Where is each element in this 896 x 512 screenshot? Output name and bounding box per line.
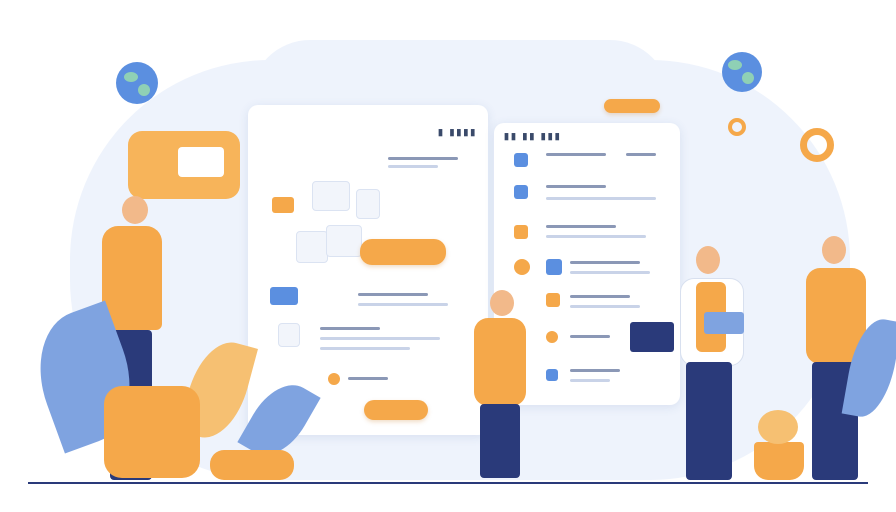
folder-icon: [546, 293, 560, 307]
document-tile: [296, 231, 328, 263]
person-body: [474, 318, 526, 406]
status-dot: [328, 373, 340, 385]
document-tile: [278, 323, 300, 347]
text-line: [546, 185, 606, 188]
text-line: [320, 337, 440, 340]
text-line: [320, 347, 410, 350]
laptop-icon: [630, 322, 674, 352]
text-line: [320, 327, 380, 330]
lock-icon: [546, 369, 558, 381]
text-line: [546, 225, 616, 228]
text-line: [388, 157, 458, 160]
envelope-icon: [270, 287, 298, 305]
plant-icon: [758, 410, 798, 444]
text-line: [570, 335, 610, 338]
person-head: [490, 290, 514, 316]
folder-icon: [272, 197, 294, 213]
top-orange-pill: [604, 99, 660, 113]
document-tile: [326, 225, 362, 257]
text-line: [570, 261, 640, 264]
person-head: [696, 246, 720, 274]
text-line: [546, 235, 646, 238]
text-line: [388, 165, 438, 168]
text-line: [570, 369, 620, 372]
text-line: [626, 153, 656, 156]
chat-bubble-icon: [514, 153, 528, 167]
left-orange-card: [128, 131, 240, 199]
left-content-panel: ▮ ▮▮▮▮: [248, 105, 488, 435]
ring-icon: [728, 118, 746, 136]
text-line: [546, 153, 606, 156]
text-line: [570, 305, 640, 308]
box-icon: [210, 450, 294, 480]
text-line: [348, 377, 388, 380]
lock-icon: [546, 259, 562, 275]
left-panel-pill: [360, 239, 446, 265]
status-dot: [546, 331, 558, 343]
ground-line: [28, 482, 868, 484]
globe-icon: [116, 62, 158, 104]
status-dot: [514, 259, 530, 275]
person-head: [822, 236, 846, 264]
text-line: [570, 379, 610, 382]
text-line: [358, 293, 428, 296]
person-legs: [480, 404, 520, 478]
person-head: [122, 196, 148, 224]
text-line: [546, 197, 656, 200]
gear-icon: [514, 225, 528, 239]
person-middle: [462, 290, 542, 480]
left-panel-title: ▮ ▮▮▮▮: [438, 127, 478, 137]
person-legs: [686, 362, 732, 480]
document-tile: [356, 189, 380, 219]
text-line: [358, 303, 448, 306]
document-tile: [312, 181, 350, 211]
ring-icon: [800, 128, 834, 162]
laptop-icon: [704, 312, 744, 334]
text-line: [570, 295, 630, 298]
card-image: [178, 147, 224, 177]
person-right-laptop: [666, 246, 756, 482]
bag-icon: [104, 386, 200, 478]
right-panel-title: ▮▮ ▮▮ ▮▮▮: [504, 131, 562, 141]
left-panel-button[interactable]: [364, 400, 428, 420]
globe-icon: [722, 52, 762, 92]
plant-pot-icon: [754, 442, 804, 480]
text-line: [570, 271, 650, 274]
chat-bubble-icon: [514, 185, 528, 199]
person-body: [102, 226, 162, 330]
